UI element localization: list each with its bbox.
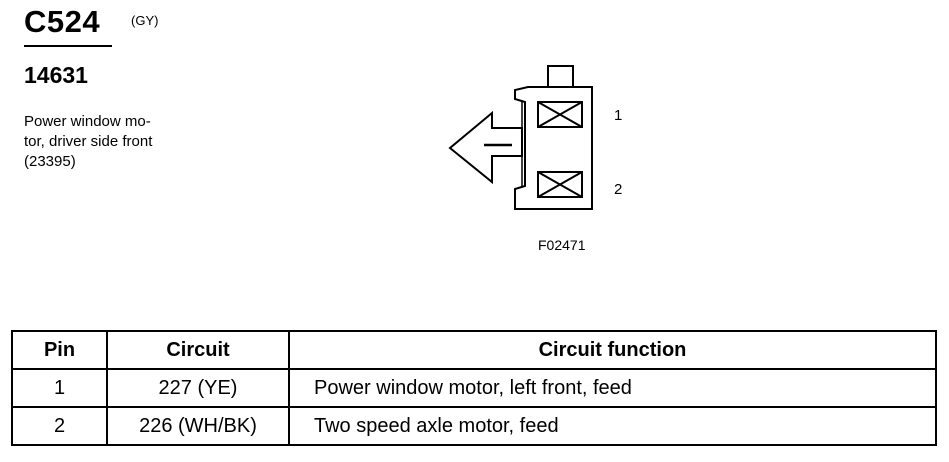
connector-diagram: 1 2 <box>448 65 622 210</box>
pin-1-terminal-icon <box>537 101 583 128</box>
description-line: Power window mo- <box>24 113 151 130</box>
pin-label: 1 <box>614 107 622 124</box>
table-row: 1 227 (YE) Power window motor, left fron… <box>11 368 937 408</box>
function-cell: Two speed axle motor, feed <box>288 406 937 446</box>
pin-2-terminal-icon <box>537 171 583 198</box>
connector-housing <box>514 86 593 210</box>
circuit-cell: 226 (WH/BK) <box>106 406 290 446</box>
figure-code: F02471 <box>538 237 586 253</box>
connector-color: (GY) <box>131 13 159 28</box>
pin-cell: 1 <box>11 368 108 408</box>
pin-table: Pin Circuit Circuit function 1 227 (YE) … <box>11 330 937 446</box>
column-header-pin: Pin <box>11 330 108 370</box>
connector-id: C524 <box>24 4 101 39</box>
connector-id-underline <box>24 45 112 47</box>
connector-description: Power window mo- tor, driver side front … <box>24 112 152 172</box>
table-header-row: Pin Circuit Circuit function <box>11 330 937 370</box>
function-cell: Power window motor, left front, feed <box>288 368 937 408</box>
column-header-function: Circuit function <box>288 330 937 370</box>
pin-cell: 2 <box>11 406 108 446</box>
mating-direction-arrow-icon <box>448 110 523 185</box>
circuit-cell: 227 (YE) <box>106 368 290 408</box>
description-line: tor, driver side front <box>24 133 153 150</box>
connector-latch-tab <box>547 65 574 87</box>
table-row: 2 226 (WH/BK) Two speed axle motor, feed <box>11 406 937 446</box>
column-header-circuit: Circuit <box>106 330 290 370</box>
description-line: (23395) <box>24 153 76 170</box>
part-number: 14631 <box>24 62 88 88</box>
pin-label: 2 <box>614 181 622 198</box>
